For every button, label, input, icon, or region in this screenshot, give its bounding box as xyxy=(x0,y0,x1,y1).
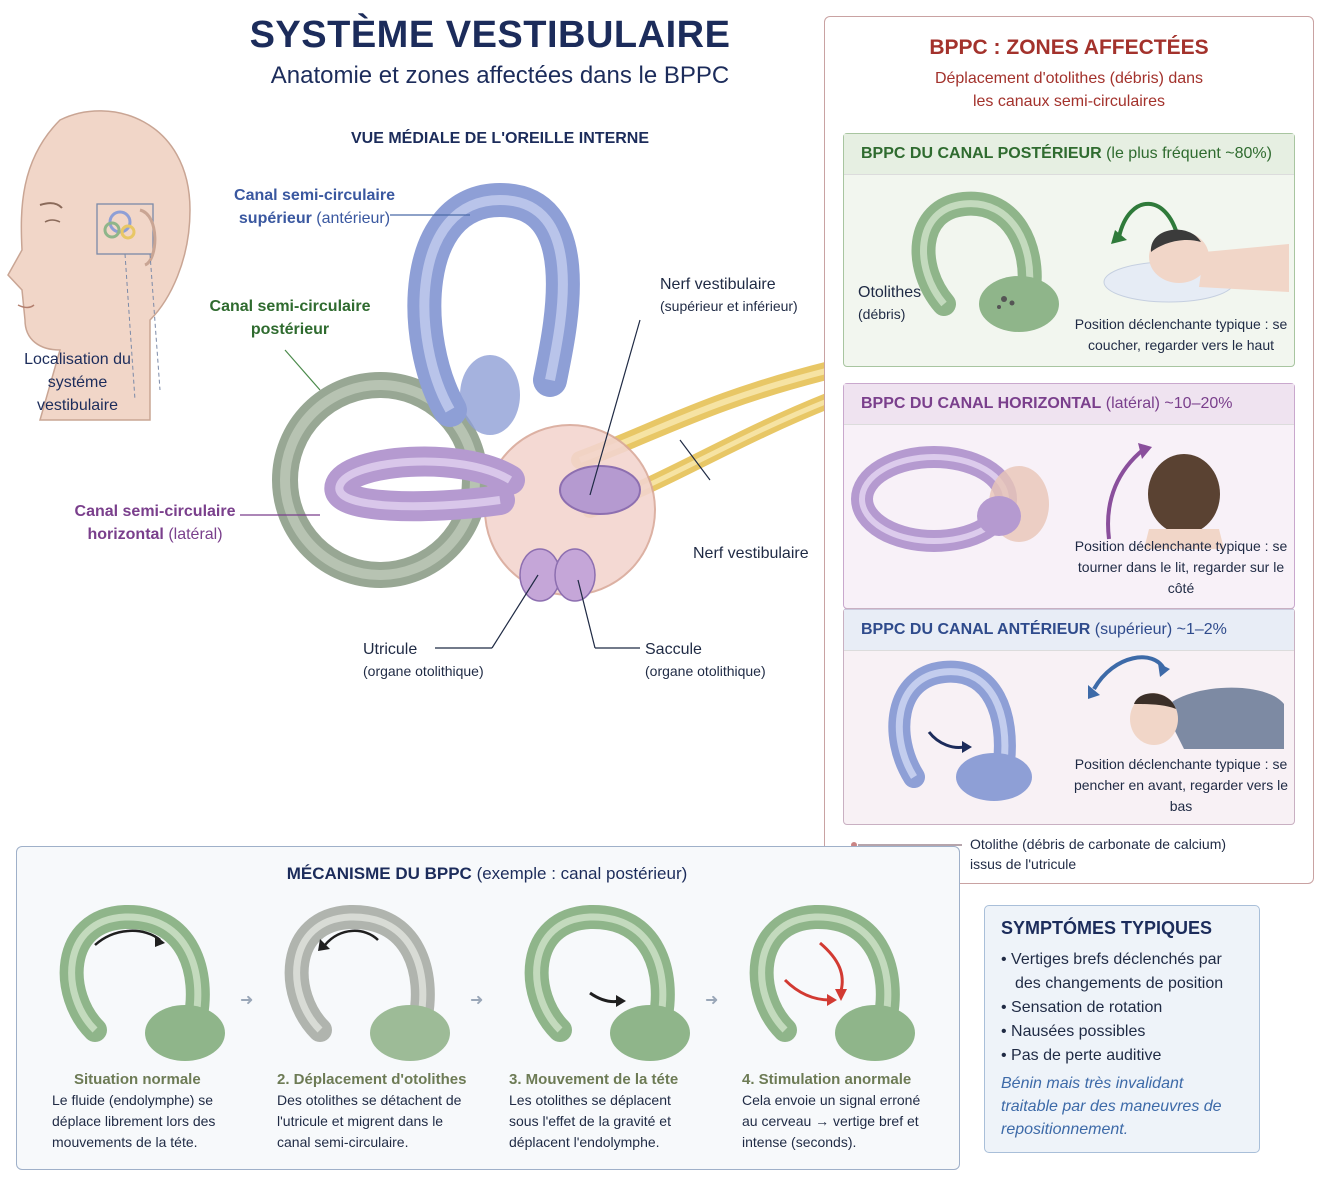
mechanism-step-4-canal xyxy=(749,904,915,1061)
label-vestibular-nerve-top: Nerf vestibulaire (supérieur et inférieu… xyxy=(660,276,798,314)
posterior-position-text: Position déclenchante typique : se couch… xyxy=(1074,316,1288,353)
case-posterior-canal: BPPC DU CANAL POSTÉRIEUR (le plus fréque… xyxy=(843,133,1295,367)
bppv-subtitle: Déplacement d'otolithes (débris) dans le… xyxy=(934,70,1204,110)
step-3-title: 3. Mouvement de la téte xyxy=(509,1071,679,1088)
horizontal-canal-closeup xyxy=(851,446,1049,552)
symptoms-list: • Vertiges brefs déclenchés par des chan… xyxy=(1001,948,1251,1068)
label-superior-canal: Canal semi-circulaire supérieur (antérie… xyxy=(234,187,395,227)
label-horizontal-canal: Canal semi-circulaire horizontal (latéra… xyxy=(74,503,236,543)
label-saccule: Saccule (organe otolithique) xyxy=(645,641,766,679)
head-illustration xyxy=(7,110,191,421)
mechanism-step-3-canal xyxy=(524,904,690,1061)
step-4-text: Cela envoie un signal erroné au cerveau … xyxy=(742,1092,921,1150)
page-subtitle: Anatomie et zones affectées dans le BPPC xyxy=(270,62,730,89)
anterior-canal-closeup xyxy=(888,660,1032,801)
step-arrow-3: ➜ xyxy=(705,992,719,1009)
case-horizontal-header: BPPC DU CANAL HORIZONTAL (latéral) ~10–2… xyxy=(844,384,1294,425)
case-anterior-header: BPPC DU CANAL ANTÉRIEUR (supérieur) ~1–2… xyxy=(844,609,1294,651)
symptoms-title: SYMPTÓMES TYPIQUES xyxy=(1001,918,1213,938)
symptoms-panel xyxy=(984,905,1260,1153)
step-arrow-2: ➜ xyxy=(470,992,484,1009)
label-utricle: Utricule (organe otolithique) xyxy=(363,641,484,679)
step-3-text: Les otolithes se déplacent sous l'effet … xyxy=(509,1092,671,1150)
symptom-item: • Vertiges brefs déclenchés par des chan… xyxy=(1001,951,1224,992)
saccule-organ xyxy=(554,548,596,602)
otolith-legend: Otolithe (débris de carbonate de calcium… xyxy=(970,836,1227,872)
posterior-canal-closeup xyxy=(911,191,1059,332)
turning-person xyxy=(1106,443,1224,549)
symptom-item: • Nausées possibles xyxy=(1001,1023,1146,1040)
step-arrow-1: ➜ xyxy=(240,992,254,1009)
mechanism-title: MÉCANISME DU BPPC (exemple : canal posté… xyxy=(286,864,688,883)
page-title: SYSTÈME VESTIBULAIRE xyxy=(249,14,731,56)
step-2-title: 2. Déplacement d'otolithes xyxy=(277,1071,467,1088)
label-posterior-canal: Canal semi-circulaire postérieur xyxy=(209,298,371,338)
bending-person xyxy=(1088,655,1284,749)
step-4-title: 4. Stimulation anormale xyxy=(742,1071,912,1088)
otolith-label: Otolithes (débris) xyxy=(858,284,922,322)
mechanism-step-1-canal xyxy=(59,904,225,1061)
case-posterior-header: BPPC DU CANAL POSTÉRIEUR (le plus fréque… xyxy=(844,134,1294,175)
label-vestibular-nerve-bottom: Nerf vestibulaire xyxy=(693,545,809,562)
anterior-position-text: Position déclenchante typique : se pench… xyxy=(1073,756,1288,814)
view-label: VUE MÉDIALE DE L'OREILLE INTERNE xyxy=(350,130,650,147)
case-anterior-canal: BPPC DU CANAL ANTÉRIEUR (supérieur) ~1–2… xyxy=(843,608,1295,825)
symptoms-note: Bénin mais très invalidant traitable par… xyxy=(1001,1075,1222,1138)
step-1-title: Situation normale xyxy=(74,1071,201,1088)
location-label: Localisation du systéme vestibulaire xyxy=(24,351,131,414)
symptom-item: • Sensation de rotation xyxy=(1001,999,1163,1016)
inner-ear-illustration xyxy=(240,182,839,649)
bppv-title: BPPC : ZONES AFFECTÉES xyxy=(929,36,1209,59)
step-2-text: Des otolithes se détachent de l'utricule… xyxy=(277,1092,462,1150)
lying-down-person xyxy=(1103,201,1289,303)
symptom-item: • Pas de perte auditive xyxy=(1001,1047,1162,1064)
horizontal-position-text: Position déclenchante typique : se tourn… xyxy=(1074,538,1288,596)
case-horizontal-canal: BPPC DU CANAL HORIZONTAL (latéral) ~10–2… xyxy=(843,383,1295,609)
mechanism-step-2-canal xyxy=(284,904,450,1061)
step-1-text: Le fluide (endolymphe) se déplace librem… xyxy=(52,1092,216,1150)
